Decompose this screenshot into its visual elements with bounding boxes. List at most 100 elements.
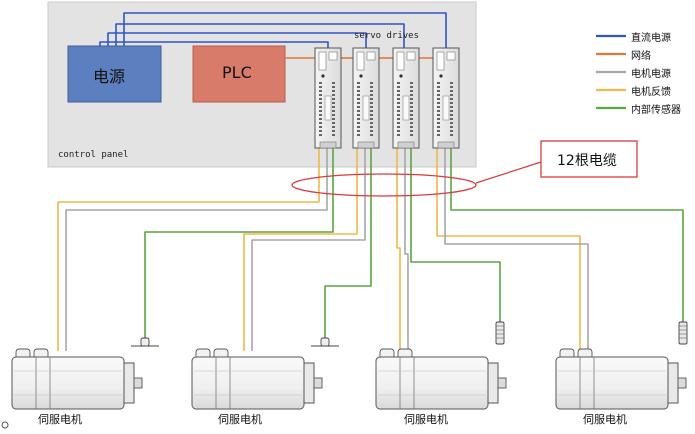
drive-terminal <box>332 122 335 124</box>
drive-bottom-plug <box>437 141 455 149</box>
drive-terminal <box>357 98 360 100</box>
internal-sensor-cable <box>410 148 501 322</box>
drive-terminal <box>397 102 400 104</box>
drive-bottom-plug <box>357 141 375 149</box>
drive-terminal <box>332 134 335 136</box>
drive-terminal <box>357 114 360 116</box>
drive-terminal <box>357 86 360 88</box>
motor-body <box>191 356 305 410</box>
drive-terminal <box>437 98 440 100</box>
drive-terminal <box>332 86 335 88</box>
motor-flange <box>487 362 499 404</box>
dc-power-wire <box>99 41 329 48</box>
drive-terminal <box>332 130 335 132</box>
drive-terminal <box>450 130 453 132</box>
drive-led <box>399 74 403 78</box>
drive-terminal <box>410 122 413 124</box>
drive-terminal <box>410 98 413 100</box>
drive-terminal <box>370 102 373 104</box>
motor-flange <box>303 362 315 404</box>
motor-shaft <box>133 377 143 389</box>
drive-terminal <box>410 102 413 104</box>
drive-terminal <box>397 114 400 116</box>
drive-terminal <box>410 118 413 120</box>
drive-terminal <box>370 134 373 136</box>
drive-terminal <box>357 82 360 84</box>
drive-terminal <box>410 94 413 96</box>
motor-shaft <box>677 377 687 389</box>
drive-terminal <box>410 106 413 108</box>
drive-terminal <box>319 130 322 132</box>
drive-terminal <box>332 126 335 128</box>
drive-terminal <box>450 110 453 112</box>
dc-power-wire <box>107 32 367 48</box>
drive-led <box>439 74 443 78</box>
power-supply-box <box>67 45 162 103</box>
internal-sensor-cable <box>324 148 372 338</box>
drive-terminal <box>437 94 440 96</box>
drive-terminal <box>397 86 400 88</box>
drive-terminal <box>437 82 440 84</box>
drive-terminal <box>410 114 413 116</box>
drive-terminal <box>370 110 373 112</box>
motor-feedback-cable <box>396 148 401 351</box>
proximity-sensor-body <box>495 321 505 345</box>
servo-drives-label: servo drives <box>354 31 420 41</box>
drive-terminal <box>319 82 322 84</box>
servo-drive-group <box>314 47 460 149</box>
drive-terminal <box>357 90 360 92</box>
drive-led <box>321 74 325 78</box>
drive-terminal <box>410 86 413 88</box>
drive-terminal <box>450 114 453 116</box>
cable-group <box>57 12 684 351</box>
motor-label: 伺服电机 <box>583 413 627 426</box>
motor-body <box>11 356 125 410</box>
drive-terminal <box>319 106 322 108</box>
drive-terminal <box>437 122 440 124</box>
drive-terminal <box>319 86 322 88</box>
drive-connector <box>356 51 365 71</box>
switch-sensor-body <box>140 337 150 347</box>
drive-terminal <box>332 118 335 120</box>
drive-terminal <box>397 126 400 128</box>
drive-display <box>362 95 370 121</box>
internal-sensor-cable <box>450 148 684 322</box>
drive-terminal <box>357 122 360 124</box>
drive-terminal <box>332 106 335 108</box>
servo-motor-group <box>11 348 687 410</box>
drive-terminal <box>332 98 335 100</box>
drive-terminal <box>450 98 453 100</box>
drive-port <box>328 51 338 61</box>
drive-terminal <box>370 86 373 88</box>
sensor-group <box>131 321 688 347</box>
motor-flange <box>123 362 135 404</box>
motor-power-cable <box>251 148 366 351</box>
control-panel-label: control panel <box>58 150 129 160</box>
legend-marks <box>596 34 626 110</box>
drive-terminal <box>357 102 360 104</box>
drive-terminal <box>410 134 413 136</box>
drive-terminal <box>370 106 373 108</box>
drive-terminal <box>397 110 400 112</box>
legend-label-motor-power: 电机电源 <box>631 69 671 80</box>
drive-terminal <box>332 82 335 84</box>
drive-terminal <box>357 110 360 112</box>
power-supply-label: 电源 <box>93 67 126 86</box>
motor-shaft <box>313 377 323 389</box>
drive-terminal <box>410 110 413 112</box>
drive-terminal <box>332 110 335 112</box>
motor-label: 伺服电机 <box>38 413 82 426</box>
drive-terminal <box>410 126 413 128</box>
dc-power-wire <box>123 12 447 48</box>
motor-feedback-cable <box>243 148 358 351</box>
internal-sensor-cable <box>144 148 334 338</box>
drive-bottom-plug <box>397 141 415 149</box>
drive-terminal <box>437 134 440 136</box>
drive-terminal <box>437 118 440 120</box>
drive-terminal <box>319 90 322 92</box>
drive-terminal <box>357 130 360 132</box>
drive-terminal <box>450 126 453 128</box>
motor-label: 伺服电机 <box>218 413 262 426</box>
drive-display <box>402 95 410 121</box>
